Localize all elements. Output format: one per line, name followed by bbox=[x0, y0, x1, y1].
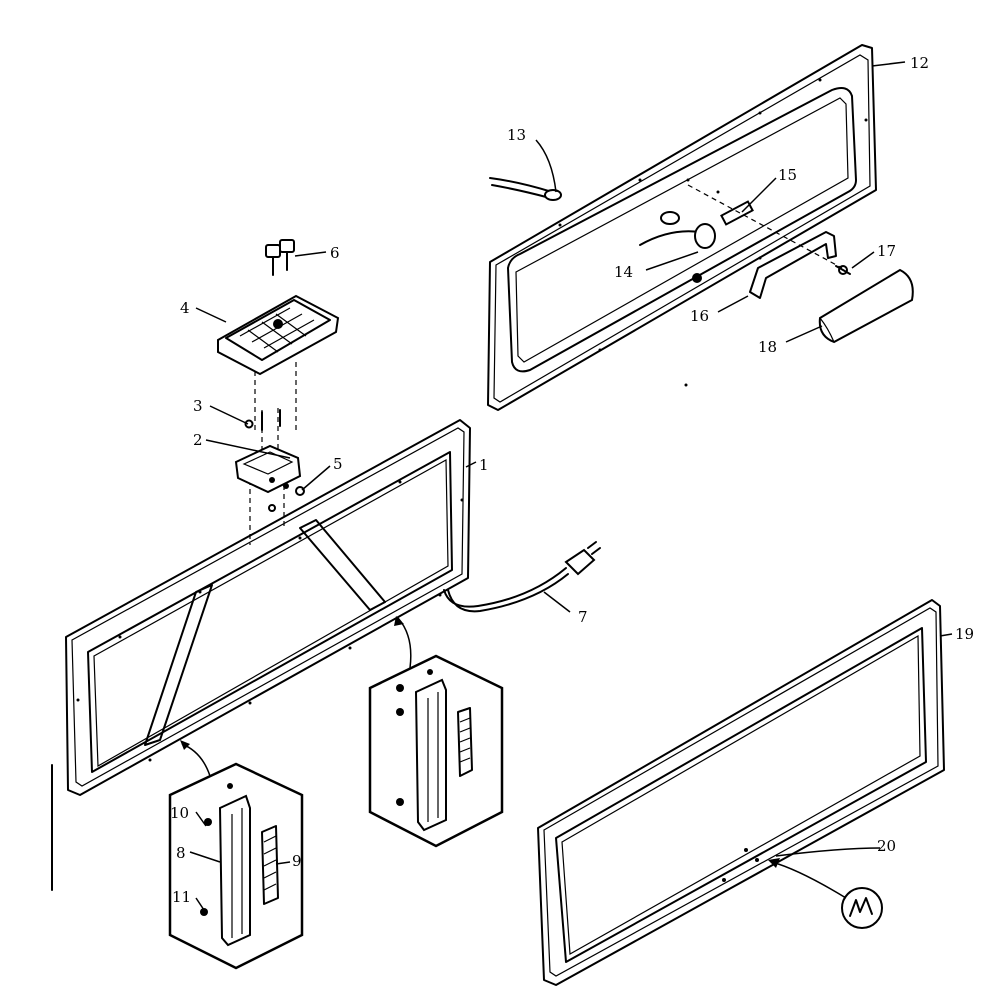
alignment-lines bbox=[249, 184, 843, 545]
callout-16: 16 bbox=[690, 307, 709, 325]
hinge-detail-left bbox=[168, 740, 304, 970]
callout-20: 20 bbox=[877, 837, 896, 855]
screws-3 bbox=[244, 409, 281, 431]
handle-cover-18 bbox=[818, 268, 914, 344]
callout-3: 3 bbox=[193, 397, 203, 415]
callout-18: 18 bbox=[758, 338, 777, 356]
leader-lines bbox=[189, 61, 953, 911]
door-panel-19 bbox=[537, 599, 945, 986]
callout-9: 9 bbox=[292, 852, 302, 870]
power-cord-7 bbox=[443, 541, 601, 613]
callout-8: 8 bbox=[176, 844, 186, 862]
callout-5: 5 bbox=[333, 455, 343, 473]
upper-panel-12 bbox=[487, 44, 877, 411]
callout-labels: 1 2 3 4 5 6 7 8 9 10 11 12 13 14 15 16 1… bbox=[170, 54, 974, 906]
callout-7: 7 bbox=[578, 608, 588, 626]
callout-12: 12 bbox=[910, 54, 929, 72]
callout-2: 2 bbox=[193, 431, 203, 449]
callout-14: 14 bbox=[614, 263, 633, 281]
callout-13: 13 bbox=[507, 126, 526, 144]
main-frame-1 bbox=[65, 419, 471, 796]
screw-17 bbox=[835, 265, 851, 275]
handle-bracket-16 bbox=[749, 231, 837, 299]
hinge-detail-right bbox=[368, 616, 504, 848]
callout-17: 17 bbox=[877, 242, 896, 260]
lock-body-2 bbox=[234, 444, 302, 494]
callout-15: 15 bbox=[778, 166, 797, 184]
callout-11: 11 bbox=[172, 888, 191, 906]
callout-6: 6 bbox=[330, 244, 340, 262]
label-20 bbox=[768, 858, 883, 929]
callout-4: 4 bbox=[180, 299, 190, 317]
callout-10: 10 bbox=[170, 804, 189, 822]
cable-13 bbox=[489, 177, 562, 201]
callout-1: 1 bbox=[479, 456, 489, 474]
callout-19: 19 bbox=[955, 625, 974, 643]
keys-6 bbox=[265, 239, 295, 276]
screw-5 bbox=[268, 486, 305, 512]
lock-cover-4 bbox=[217, 294, 340, 376]
